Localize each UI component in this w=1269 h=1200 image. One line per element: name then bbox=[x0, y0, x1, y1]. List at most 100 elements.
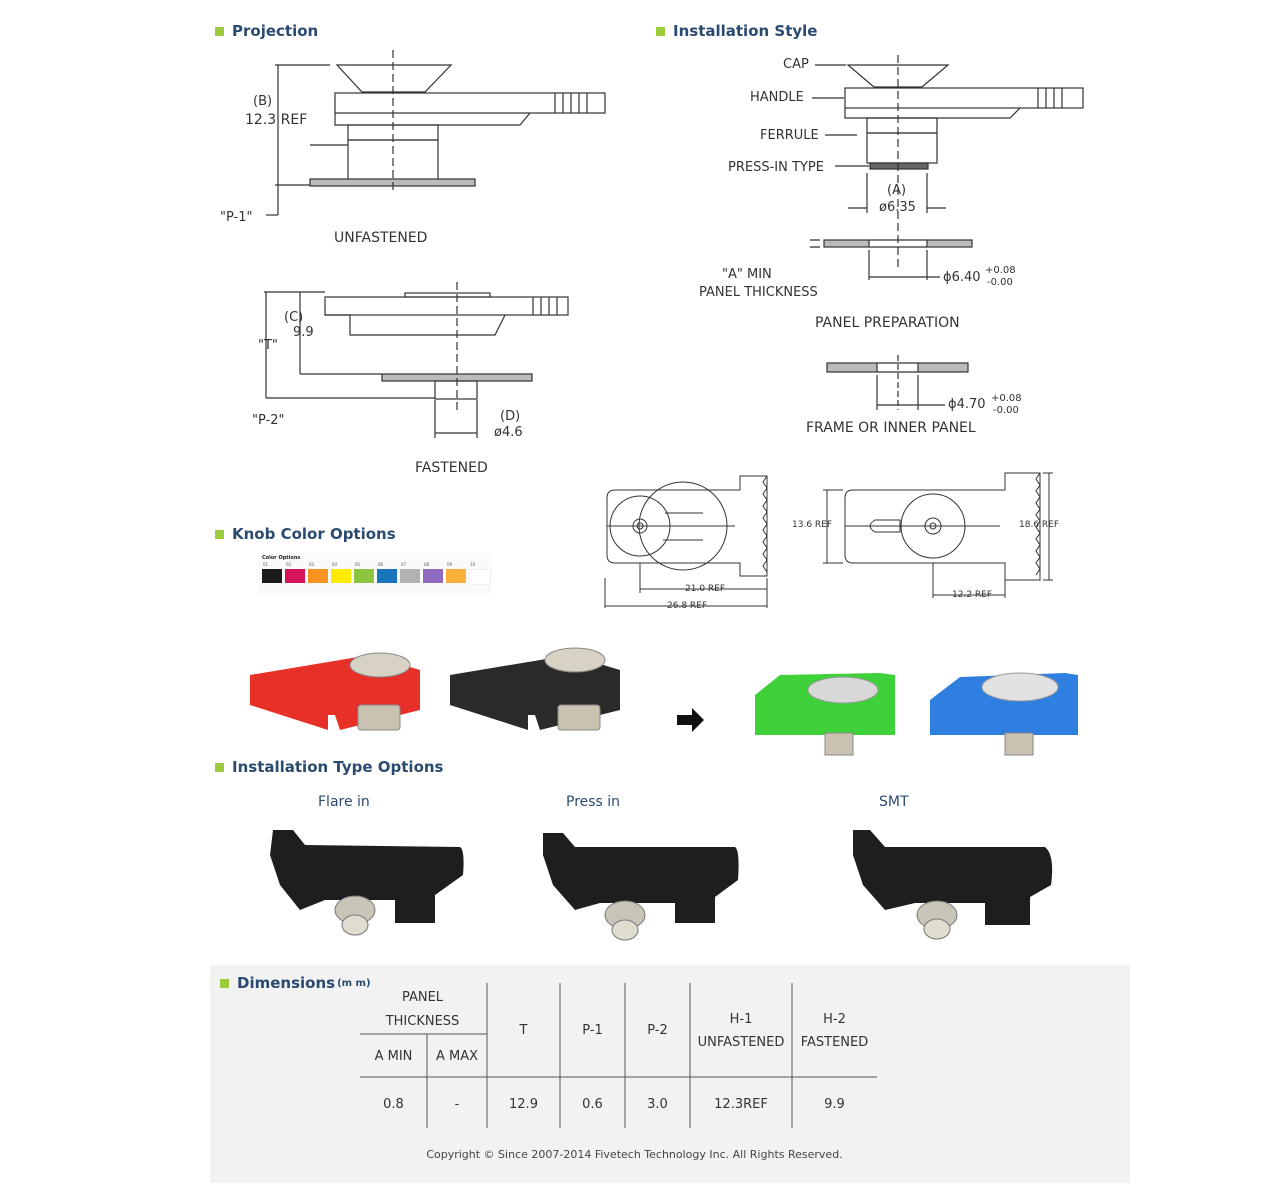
th-h2: H-2 bbox=[823, 1012, 846, 1027]
color-swatch: 04 bbox=[331, 562, 354, 585]
color-swatch: 03 bbox=[308, 562, 331, 585]
a-value: ø6.35 bbox=[879, 200, 916, 215]
color-swatch-box bbox=[423, 569, 443, 583]
bullet-square-icon bbox=[215, 762, 224, 772]
color-swatch: 06 bbox=[377, 562, 400, 585]
arrow-right-icon bbox=[677, 708, 704, 732]
color-swatch-box bbox=[308, 569, 328, 583]
top-view-drawing bbox=[604, 472, 1053, 608]
cap-shape bbox=[335, 64, 453, 93]
td-p2: 3.0 bbox=[647, 1097, 668, 1112]
flare-in-part bbox=[270, 830, 464, 923]
panel-tol-plus: +0.08 bbox=[985, 265, 1016, 276]
frame-tol-plus: +0.08 bbox=[991, 393, 1022, 404]
d-label: (D) bbox=[500, 409, 521, 424]
color-swatch-box bbox=[377, 569, 397, 583]
color-swatch: 09 bbox=[446, 562, 469, 585]
frame-hole-value: ϕ4.70 bbox=[948, 397, 986, 412]
dim-268-ref: 26.8 REF bbox=[667, 601, 708, 611]
frame-tol-minus: -0.00 bbox=[993, 405, 1019, 416]
installation-style-title: Installation Style bbox=[656, 22, 817, 40]
th-thickness: THICKNESS bbox=[385, 1014, 460, 1029]
color-swatch-code: 09 bbox=[447, 562, 453, 567]
color-chart-title: Color Options bbox=[262, 555, 301, 561]
color-swatch: 08 bbox=[423, 562, 446, 585]
a-min-label: "A" MIN bbox=[722, 267, 772, 282]
th-panel: PANEL bbox=[401, 990, 444, 1005]
dimensions-title: Dimensions (m m) bbox=[220, 974, 371, 992]
press-in-part bbox=[543, 833, 739, 923]
projection-title: Projection bbox=[215, 22, 318, 40]
installation-type-options-title: Installation Type Options bbox=[215, 758, 443, 776]
th-p1: P-1 bbox=[582, 1023, 603, 1038]
color-swatch: 01 bbox=[262, 562, 285, 585]
panel-tol-minus: -0.00 bbox=[987, 277, 1013, 288]
color-swatch-box bbox=[262, 569, 282, 583]
dim-21-ref: 21.0 REF bbox=[685, 584, 726, 594]
frame-inner-panel-caption: FRAME OR INNER PANEL bbox=[806, 420, 976, 436]
bullet-square-icon bbox=[656, 26, 665, 36]
color-swatch-box bbox=[285, 569, 305, 583]
color-swatch-code: 01 bbox=[263, 562, 269, 567]
knob-green bbox=[755, 673, 895, 756]
dim-122-ref: 12.2 REF bbox=[952, 590, 993, 600]
bullet-square-icon bbox=[215, 529, 224, 539]
color-swatch-code: 07 bbox=[401, 562, 407, 567]
color-swatch-code: 05 bbox=[355, 562, 361, 567]
td-t: 12.9 bbox=[509, 1097, 538, 1112]
p2-label: "P-2" bbox=[252, 413, 285, 428]
color-swatch: 07 bbox=[400, 562, 423, 585]
bullet-square-icon bbox=[220, 978, 229, 988]
type-press-in-label: Press in bbox=[566, 794, 621, 810]
dim-186-ref: 18.6 REF bbox=[1019, 520, 1060, 530]
cap-label: CAP bbox=[783, 57, 809, 72]
td-a-max: - bbox=[454, 1097, 460, 1112]
unfastened-caption: UNFASTENED bbox=[334, 230, 428, 246]
a-label: (A) bbox=[887, 183, 907, 198]
td-a-min: 0.8 bbox=[383, 1097, 404, 1112]
color-swatch-code: 02 bbox=[286, 562, 292, 567]
t-label: "T" bbox=[258, 338, 278, 353]
color-swatch-code: 08 bbox=[424, 562, 430, 567]
color-swatch-box bbox=[354, 569, 374, 583]
installation-style-drawing bbox=[810, 55, 1084, 410]
color-swatch-code: 10 bbox=[470, 562, 476, 567]
c-value: 9.9 bbox=[293, 325, 314, 340]
smt-part bbox=[853, 830, 1053, 925]
knob-black bbox=[450, 647, 620, 731]
ferrule-label: FERRULE bbox=[760, 128, 819, 143]
copyright-text: Copyright © Since 2007-2014 Fivetech Tec… bbox=[426, 1148, 843, 1161]
dimensions-table-lines bbox=[360, 983, 877, 1128]
color-swatch-box bbox=[446, 569, 466, 583]
knob-blue bbox=[930, 672, 1078, 756]
th-p2: P-2 bbox=[647, 1023, 668, 1038]
color-swatch-code: 03 bbox=[309, 562, 315, 567]
b-value: 12.3 REF bbox=[245, 112, 308, 128]
th-a-max: A MAX bbox=[435, 1049, 479, 1064]
th-h1-sub: UNFASTENED bbox=[697, 1035, 785, 1050]
color-swatch: 02 bbox=[285, 562, 308, 585]
b-label: (B) bbox=[253, 94, 273, 109]
th-h1: H-1 bbox=[729, 1012, 753, 1027]
dimensions-unit: (m m) bbox=[337, 977, 371, 989]
fastened-caption: FASTENED bbox=[415, 460, 488, 476]
panel-thickness-label: PANEL THICKNESS bbox=[699, 285, 818, 300]
dimensions-panel bbox=[210, 965, 1130, 1183]
knob-color-options-title: Knob Color Options bbox=[215, 525, 396, 543]
fastened-drawing bbox=[264, 282, 569, 438]
d-value: ø4.6 bbox=[494, 425, 523, 440]
color-swatch-box bbox=[400, 569, 420, 583]
type-flare-in-label: Flare in bbox=[318, 794, 370, 810]
td-p1: 0.6 bbox=[582, 1097, 603, 1112]
panel-preparation-caption: PANEL PREPARATION bbox=[815, 315, 960, 331]
bullet-square-icon bbox=[215, 26, 224, 36]
color-swatch-box bbox=[331, 569, 351, 583]
th-a-min: A MIN bbox=[374, 1049, 413, 1064]
dim-136-ref: 13.6 REF bbox=[792, 520, 833, 530]
td-h2: 9.9 bbox=[824, 1097, 845, 1112]
color-swatch: 10 bbox=[469, 562, 492, 585]
panel-hole-value: ϕ6.40 bbox=[943, 270, 981, 285]
handle-label: HANDLE bbox=[750, 90, 804, 105]
